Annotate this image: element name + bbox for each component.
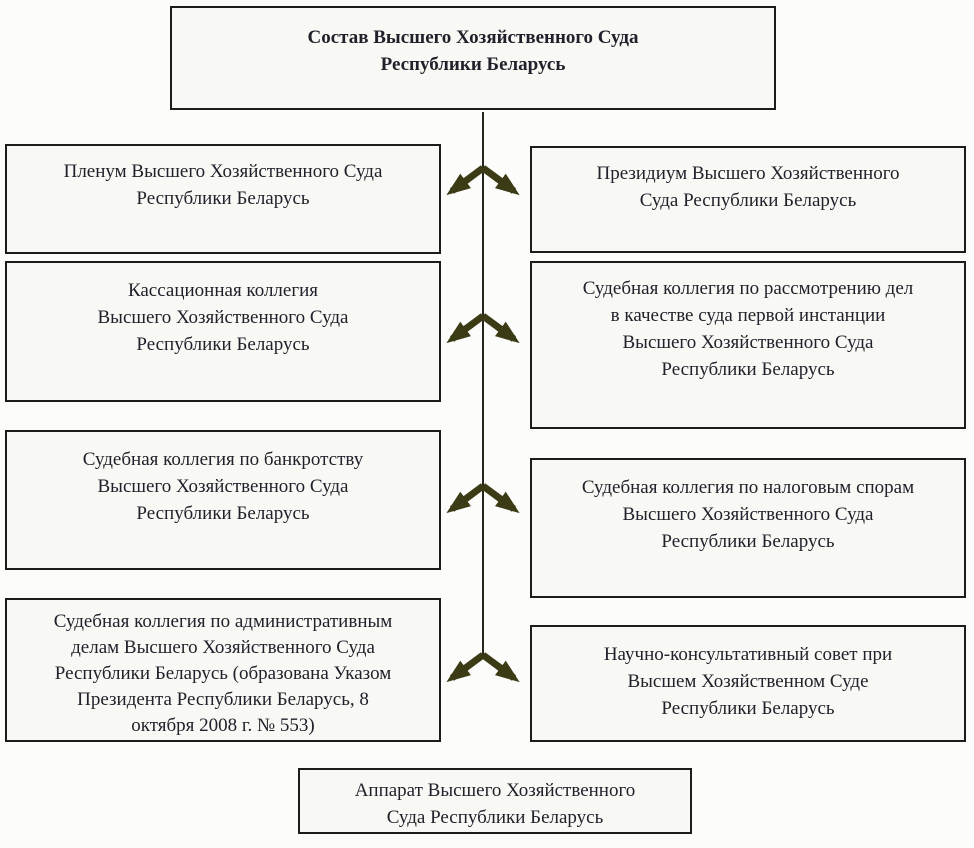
arrow-row1-left [446, 165, 486, 196]
arrow-row1-right [480, 165, 520, 196]
arrow-row2-right [480, 313, 520, 344]
arrow-row3-right [480, 483, 520, 514]
arrow-row4-right [480, 652, 520, 683]
arrow-row3-left [446, 483, 486, 514]
arrow-row4-left [446, 652, 486, 683]
arrow-row2-left [446, 313, 486, 344]
